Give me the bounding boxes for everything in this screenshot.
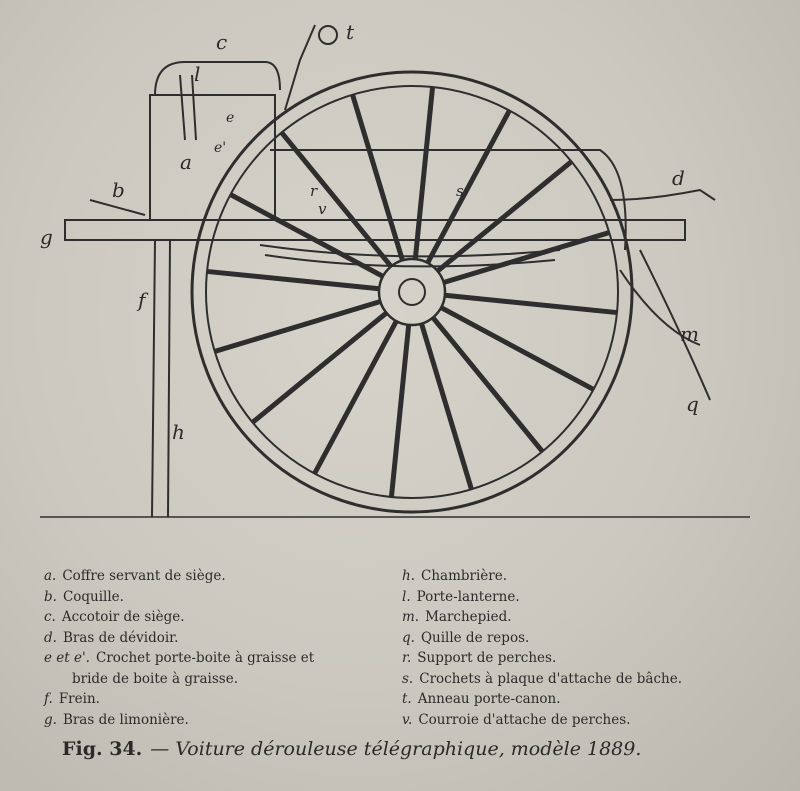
figure-title: — Voiture dérouleuse télégraphique, modè… — [150, 738, 642, 760]
legend-item: e et e'.Crochet porte-boite à graisse et — [44, 650, 315, 666]
figure-number: Fig. 34. — [62, 738, 143, 760]
wheel-spoke — [435, 159, 574, 274]
legend-item: d.Bras de dévidoir. — [44, 629, 179, 646]
label-e: e — [226, 110, 235, 126]
legend-item: m.Marchepied. — [402, 609, 512, 625]
legend-item: l.Porte-lanterne. — [402, 588, 520, 605]
label-s: s — [456, 182, 464, 200]
label-g: g — [40, 225, 53, 249]
label-b: b — [112, 178, 125, 202]
legend-item: b.Coquille. — [44, 588, 124, 605]
label-r: r — [310, 182, 318, 200]
label-v: v — [318, 200, 327, 218]
legend-item: r.Support de perches. — [402, 650, 557, 666]
cart-illustration — [40, 24, 750, 518]
wheel-spoke — [430, 315, 545, 454]
label-a: a — [180, 150, 192, 174]
cannon-ring-post — [284, 24, 316, 111]
wheel-spoke — [206, 268, 380, 292]
lantern-holder — [179, 74, 197, 141]
step-bracket — [619, 249, 711, 401]
label-q: q — [686, 392, 699, 416]
label-c: c — [216, 30, 228, 54]
wheel-spoke — [444, 292, 618, 316]
stand-leg — [151, 239, 171, 518]
wheel-spoke — [439, 305, 595, 392]
legend-left: a.Coffre servant de siège. b.Coquille. c… — [44, 566, 314, 730]
legend-item: h.Chambrière. — [402, 568, 508, 584]
label-t: t — [346, 20, 355, 44]
reel-arm — [609, 188, 716, 201]
cannon-ring — [318, 25, 338, 45]
wheel-spoke — [312, 319, 399, 475]
legend-right: h.Chambrière. l.Porte-lanterne. m.Marche… — [402, 566, 682, 730]
legend-item: s.Crochets à plaque d'attache de bâche. — [402, 670, 682, 687]
wheel-spoke — [229, 192, 385, 279]
legend-item: a.Coffre servant de siège. — [44, 568, 226, 584]
legend-item-continued: bride de boite à graisse. — [72, 670, 238, 687]
label-m: m — [680, 322, 699, 346]
wheel — [190, 70, 634, 514]
legend-item: t.Anneau porte-canon. — [402, 691, 561, 707]
legend-item: q.Quille de repos. — [402, 629, 530, 646]
label-h: h — [172, 420, 185, 444]
wheel-spoke — [388, 324, 412, 498]
label-f: f — [138, 288, 146, 312]
wheel-spoke — [350, 94, 405, 262]
wheel-spoke — [279, 130, 394, 269]
label-e-prime: e' — [214, 140, 227, 156]
legend-item: g.Bras de limonière. — [44, 711, 189, 728]
label-d: d — [672, 166, 685, 190]
legend-item: f.Frein. — [44, 691, 100, 707]
wheel-spoke — [442, 230, 610, 285]
wheel-spoke — [250, 310, 389, 425]
seat-box — [149, 94, 276, 221]
wheel-spoke — [425, 109, 512, 265]
figure-caption: Fig. 34. — Voiture dérouleuse télégraphiq… — [62, 738, 641, 760]
brake-lever — [89, 199, 146, 216]
legend-item: v.Courroie d'attache de perches. — [402, 711, 631, 728]
wheel-spoke — [412, 86, 436, 260]
label-l: l — [194, 62, 201, 86]
legend-item: c.Accotoir de siège. — [44, 609, 185, 625]
seat-armrest — [154, 61, 281, 96]
wheel-spoke — [419, 322, 474, 490]
body-frame — [270, 149, 627, 251]
shaft-arm — [64, 219, 686, 241]
wheel-spoke — [214, 299, 382, 354]
